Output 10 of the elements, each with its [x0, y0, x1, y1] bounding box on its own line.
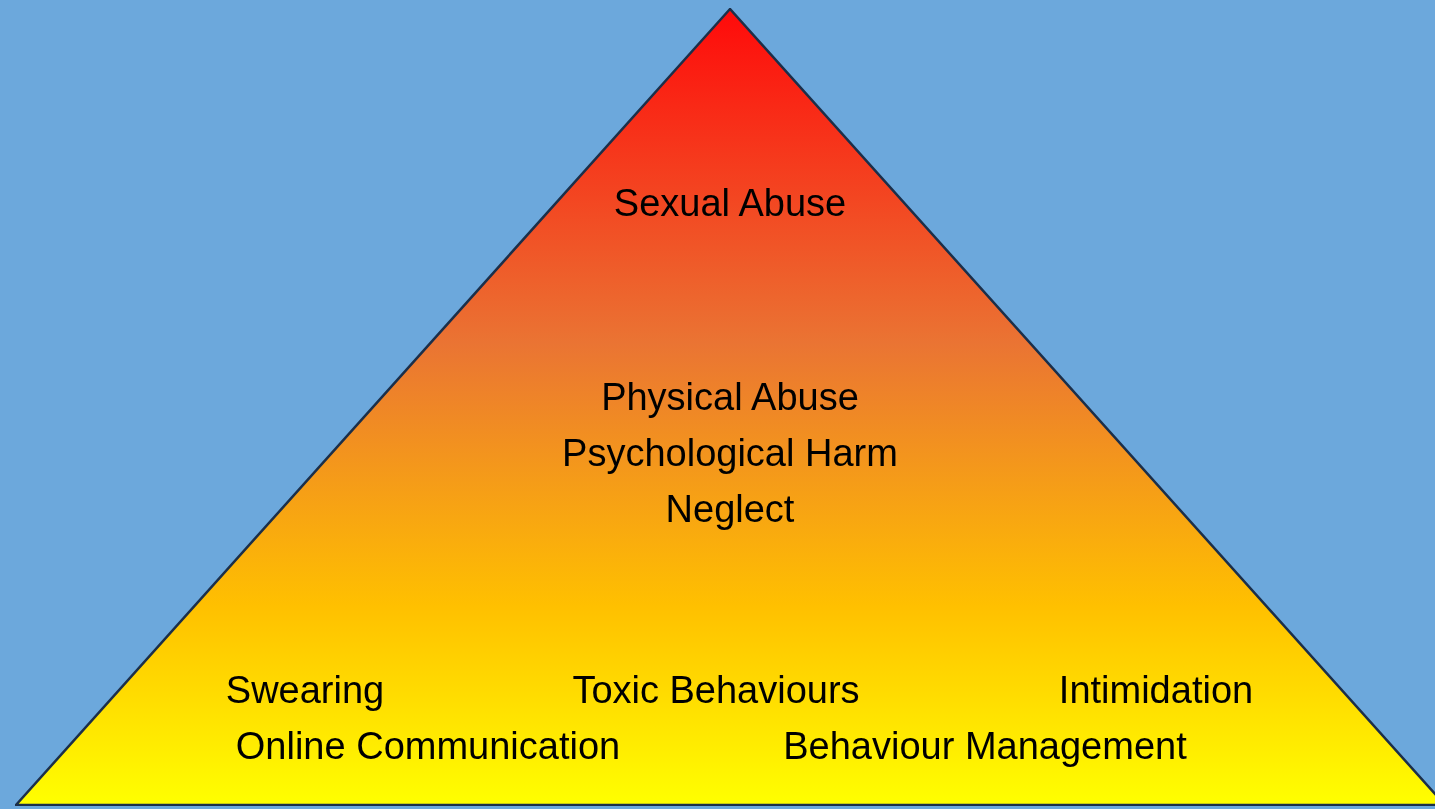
- tier-label: Toxic Behaviours: [572, 670, 860, 712]
- tier-label: Behaviour Management: [783, 726, 1187, 768]
- tier-label: Neglect: [665, 489, 795, 531]
- tier-label: Swearing: [225, 670, 385, 712]
- tier-label: Sexual Abuse: [613, 183, 847, 225]
- tier-label: Online Communication: [235, 726, 621, 768]
- tier-label: Psychological Harm: [562, 433, 898, 475]
- pyramid-triangle: [15, 8, 1435, 806]
- tier-label: Physical Abuse: [601, 377, 859, 419]
- tier-label: Intimidation: [1058, 670, 1254, 712]
